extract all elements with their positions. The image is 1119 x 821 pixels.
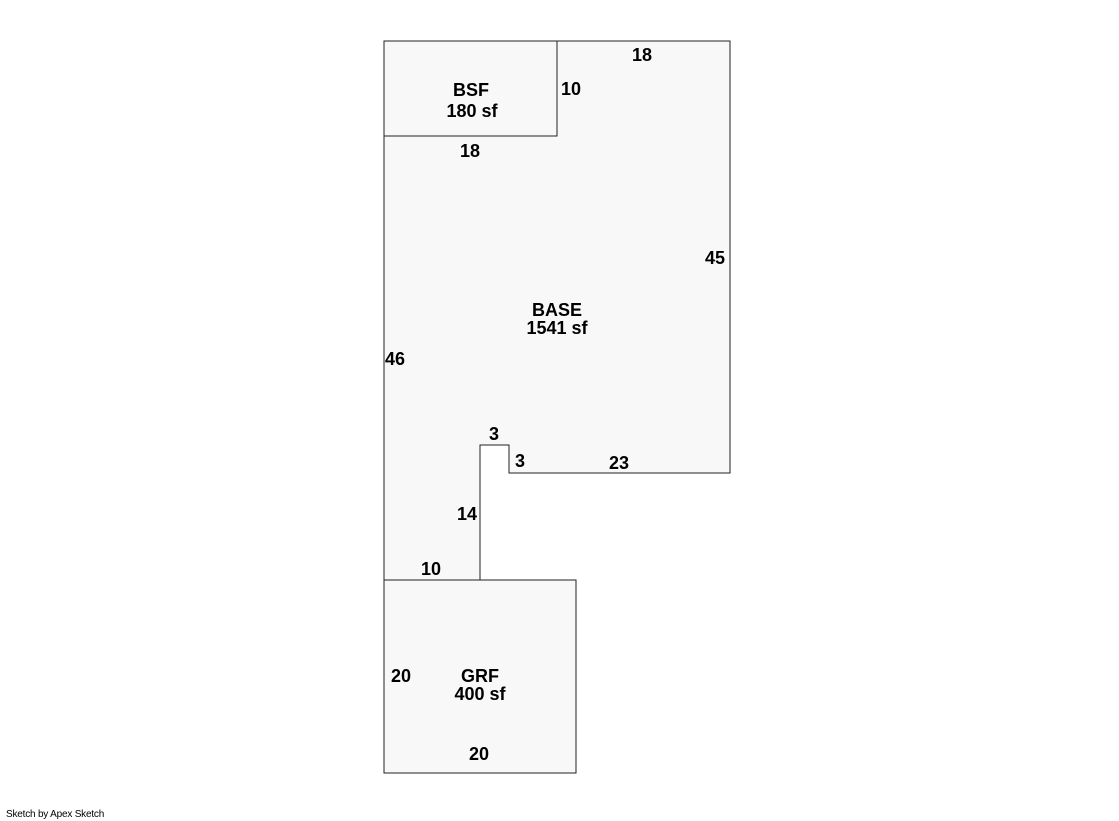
dimension-bsf-bottom: 18 (460, 141, 480, 161)
grf-area: 400 sf (454, 684, 506, 704)
dimension-grf-left: 20 (391, 666, 411, 686)
dimension-base-bottom: 23 (609, 453, 629, 473)
grf-area-outline (383, 579, 577, 774)
dimension-notch-right: 3 (515, 451, 525, 471)
dimension-base-top: 18 (632, 45, 652, 65)
dimension-notch-top: 3 (489, 424, 499, 444)
grf-label: GRF (461, 666, 499, 686)
dimension-bsf-right: 10 (561, 79, 581, 99)
base-area: 1541 sf (526, 318, 588, 338)
dimension-grf-bottom: 20 (469, 744, 489, 764)
dimension-base-left: 46 (385, 349, 405, 369)
dimension-hall-right: 14 (457, 504, 477, 524)
base-label: BASE (532, 300, 582, 320)
sketch-credit: Sketch by Apex Sketch (6, 809, 105, 820)
bsf-label: BSF (453, 80, 489, 100)
dimension-hall-bottom: 10 (421, 559, 441, 579)
dimension-base-right: 45 (705, 248, 725, 268)
bsf-area-outline (383, 40, 558, 137)
bsf-area: 180 sf (446, 101, 498, 121)
